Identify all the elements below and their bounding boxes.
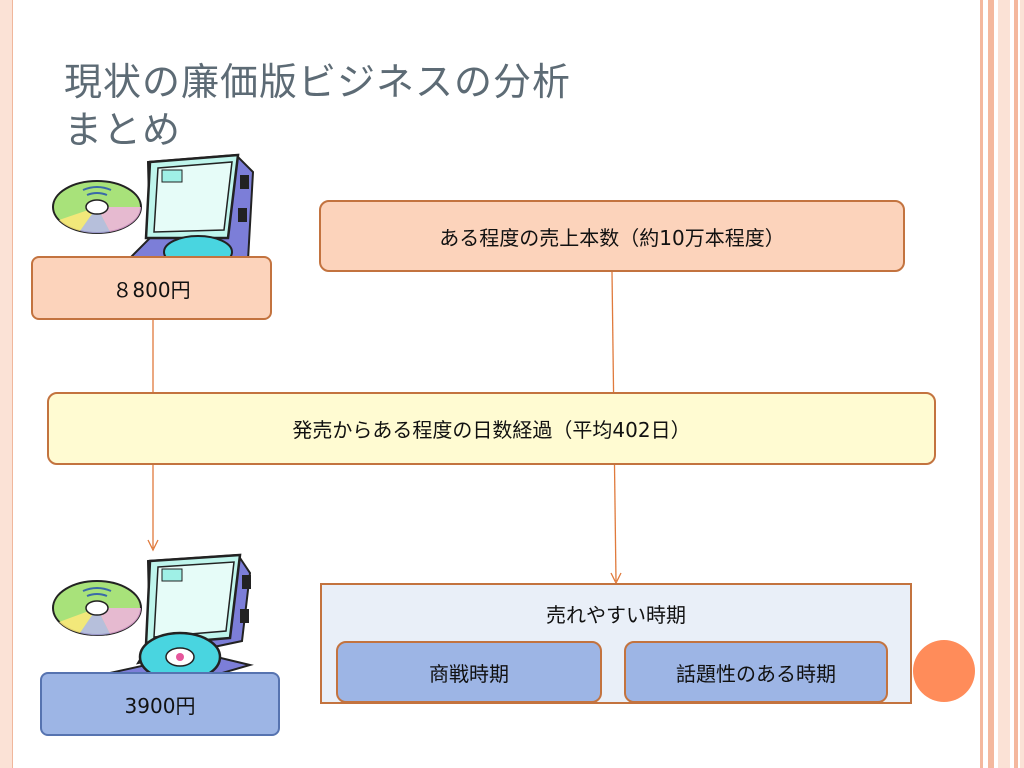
slide-left-border	[0, 0, 13, 768]
selling-period-panel: 売れやすい時期 商戦時期 話題性のある時期	[320, 583, 912, 704]
discount-price-box: 3900円	[40, 672, 280, 736]
original-price-label: ８800円	[112, 277, 191, 302]
cd-clipart-bottom	[52, 553, 254, 693]
selling-period-item-topical: 話題性のある時期	[624, 641, 888, 703]
title-line-2: まとめ	[64, 108, 182, 152]
cd-clipart-top	[52, 153, 255, 260]
slide-right-border	[980, 0, 1024, 768]
cd-disc-icon	[52, 180, 142, 234]
title-line-1: 現状の廉価版ビジネスの分析	[64, 60, 572, 104]
cd-disc-icon	[52, 580, 142, 636]
slide-title: 現状の廉価版ビジネスの分析 まとめ	[64, 58, 571, 154]
selling-period-item-label: 話題性のある時期	[676, 661, 836, 686]
original-price-box: ８800円	[31, 256, 272, 320]
selling-period-item-shopping-season: 商戦時期	[336, 641, 602, 703]
days-condition-label: 発売からある程度の日数経過（平均402日）	[292, 418, 691, 442]
selling-period-item-label: 商戦時期	[429, 661, 509, 686]
sales-condition-box: ある程度の売上本数（約10万本程度）	[319, 200, 905, 272]
discount-price-label: 3900円	[124, 693, 196, 718]
days-condition-box: 発売からある程度の日数経過（平均402日）	[47, 392, 936, 465]
selling-period-title: 売れやすい時期	[546, 603, 686, 627]
cd-case-icon	[126, 153, 255, 260]
decorative-orange-circle	[913, 640, 975, 702]
cd-case-icon	[106, 553, 254, 693]
price-arrowhead	[147, 539, 159, 552]
sales-condition-label: ある程度の売上本数（約10万本程度）	[439, 225, 785, 250]
